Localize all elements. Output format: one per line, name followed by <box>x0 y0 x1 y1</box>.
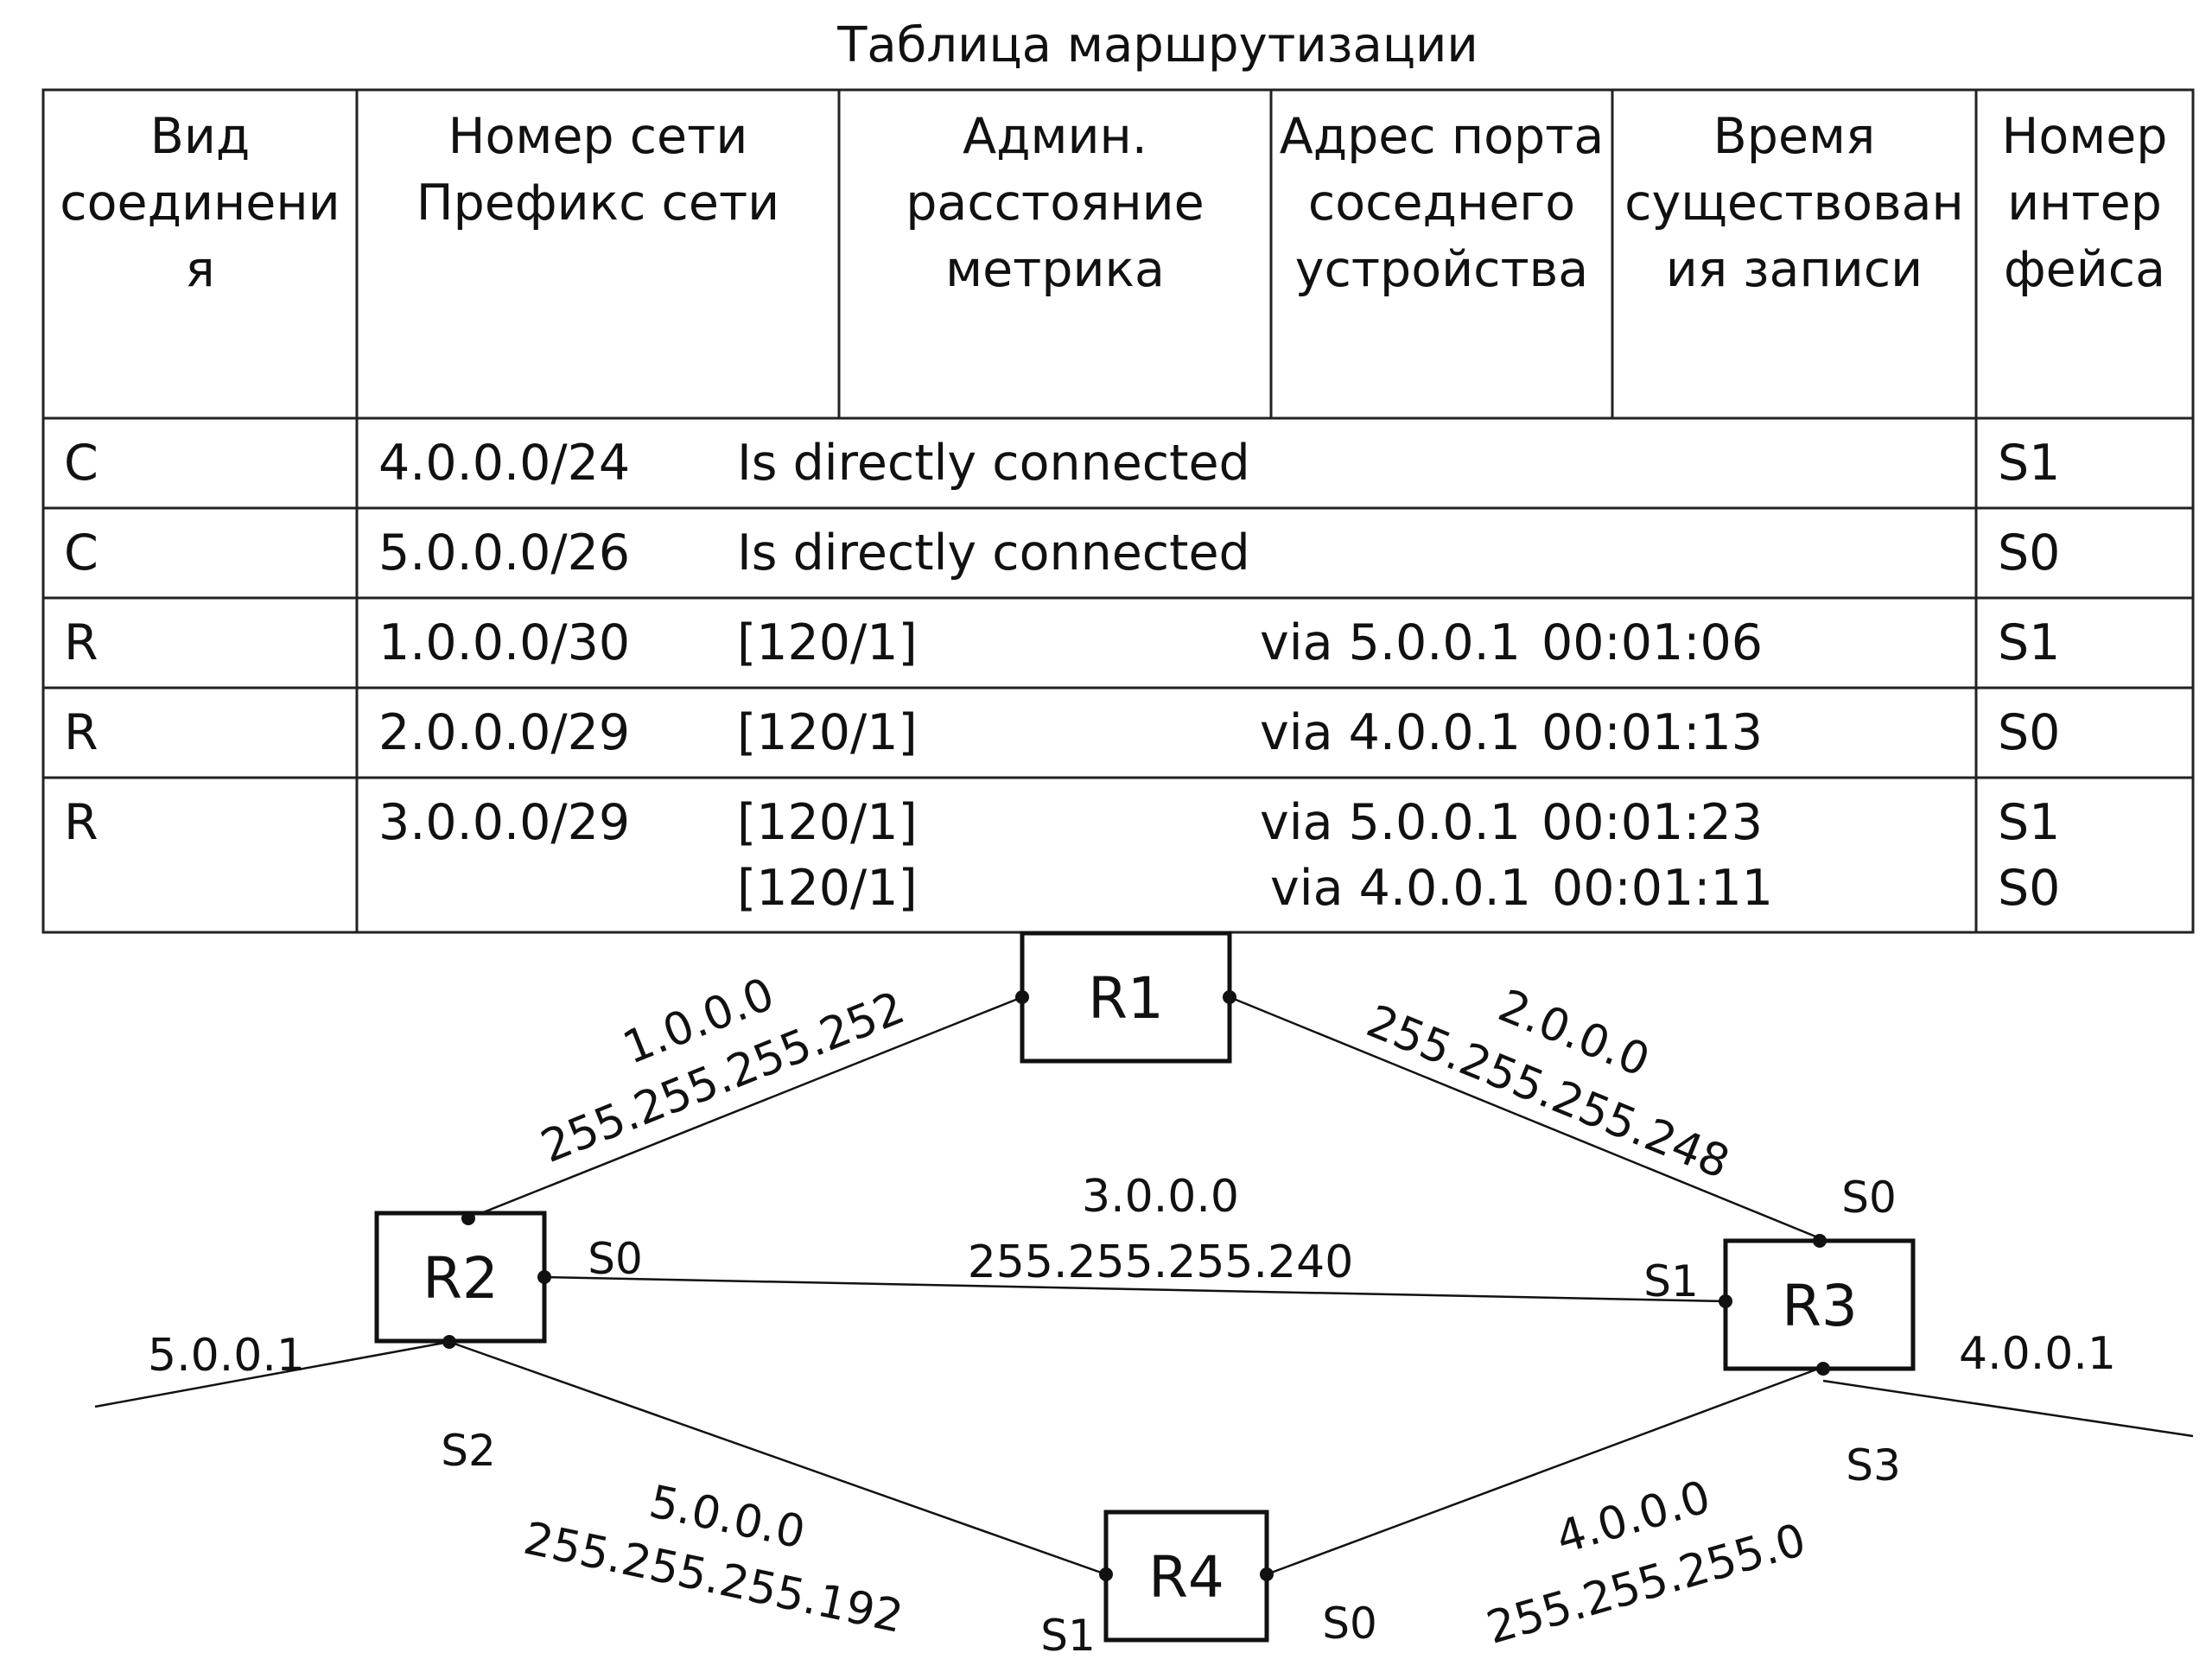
router-r3-label: R3 <box>1782 1273 1858 1339</box>
router-r1 <box>1020 931 1232 1064</box>
port-dot <box>1223 990 1236 1004</box>
port-dot <box>1719 1294 1732 1308</box>
row2-interface: S0 <box>1998 524 2061 582</box>
row1-network: 4.0.0.0/24 <box>378 435 631 492</box>
row3-network: 1.0.0.0/30 <box>378 614 631 671</box>
router-r4-label: R4 <box>1148 1544 1224 1611</box>
port-r2-s2: S2 <box>441 1426 496 1476</box>
header-connection-type: Вид соединени я <box>60 108 340 298</box>
header-entry-age: Время существован ия записи <box>1624 108 1964 298</box>
row1-type: C <box>64 435 99 492</box>
router-r2 <box>374 1211 547 1344</box>
link-r2-r3-net: 3.0.0.0 <box>1082 1171 1239 1223</box>
link-r4-r3 <box>1266 1365 1824 1576</box>
link-r2-r1 <box>467 995 1023 1220</box>
row3-type: R <box>64 614 99 671</box>
port-r4-s0: S0 <box>1322 1599 1377 1649</box>
link-left-external <box>94 1340 450 1408</box>
row5-interface: S1 <box>1998 794 2061 851</box>
row5b-metric: [120/1] <box>737 860 918 917</box>
row4-via: via 4.0.0.1 <box>1260 704 1522 761</box>
row2-info: Is directly connected <box>737 524 1250 582</box>
port-dot <box>537 1270 551 1284</box>
row1-info: Is directly connected <box>737 435 1250 492</box>
link-right-external <box>1822 1379 2194 1438</box>
port-dot <box>442 1335 456 1349</box>
port-r4-s1: S1 <box>1040 1611 1096 1659</box>
row3-interface: S1 <box>1998 614 2061 671</box>
header-interface: Номер интер фейса <box>2001 108 2168 298</box>
port-r3-s0: S0 <box>1841 1173 1897 1223</box>
row5b-interface: S0 <box>1998 860 2061 917</box>
port-dot <box>1816 1362 1830 1376</box>
row3-metric: [120/1] <box>737 614 918 671</box>
port-r3-s3: S3 <box>1846 1440 1901 1491</box>
port-dot <box>1015 990 1029 1004</box>
row4-type: R <box>64 704 99 761</box>
header-admin-distance: Админ. расстояние метрика <box>906 108 1205 298</box>
address-right: 4.0.0.1 <box>1959 1328 2116 1380</box>
port-r3-s1: S1 <box>1643 1256 1699 1306</box>
table-title: Таблица маршрутизации <box>837 17 1478 73</box>
row4-time: 00:01:13 <box>1541 704 1763 761</box>
row5b-time: 00:01:11 <box>1552 860 1773 917</box>
row5-network: 3.0.0.0/29 <box>378 794 631 851</box>
header-network: Номер сети Префикс сети <box>416 108 780 232</box>
row5-type: R <box>64 794 99 851</box>
address-left: 5.0.0.1 <box>148 1330 305 1382</box>
row5-via: via 5.0.0.1 <box>1260 794 1522 851</box>
row5b-via: via 4.0.0.1 <box>1270 860 1532 917</box>
router-r2-label: R2 <box>423 1245 499 1312</box>
router-r1-label: R1 <box>1088 965 1164 1032</box>
link-r2-r4 <box>448 1340 1107 1576</box>
row4-metric: [120/1] <box>737 704 918 761</box>
link-r2-r3-mask: 255.255.255.240 <box>968 1236 1354 1288</box>
port-dot <box>1099 1567 1113 1581</box>
row3-time: 00:01:06 <box>1541 614 1763 671</box>
port-r2-s0: S0 <box>588 1234 643 1284</box>
header-neighbor-address: Адрес порта соседнего устройства <box>1279 108 1605 298</box>
row4-interface: S0 <box>1998 704 2061 761</box>
row1-interface: S1 <box>1998 435 2061 492</box>
row2-network: 5.0.0.0/26 <box>378 524 631 582</box>
link-r2-r3 <box>543 1275 1726 1303</box>
port-dot <box>461 1211 475 1225</box>
row3-via: via 5.0.0.1 <box>1260 614 1522 671</box>
row5-metric: [120/1] <box>737 794 918 851</box>
port-dot <box>1260 1567 1274 1581</box>
row2-type: C <box>64 524 99 582</box>
link-r1-r3 <box>1229 995 1821 1240</box>
port-dot <box>1813 1234 1827 1248</box>
row5-time: 00:01:23 <box>1541 794 1763 851</box>
row4-network: 2.0.0.0/29 <box>378 704 631 761</box>
